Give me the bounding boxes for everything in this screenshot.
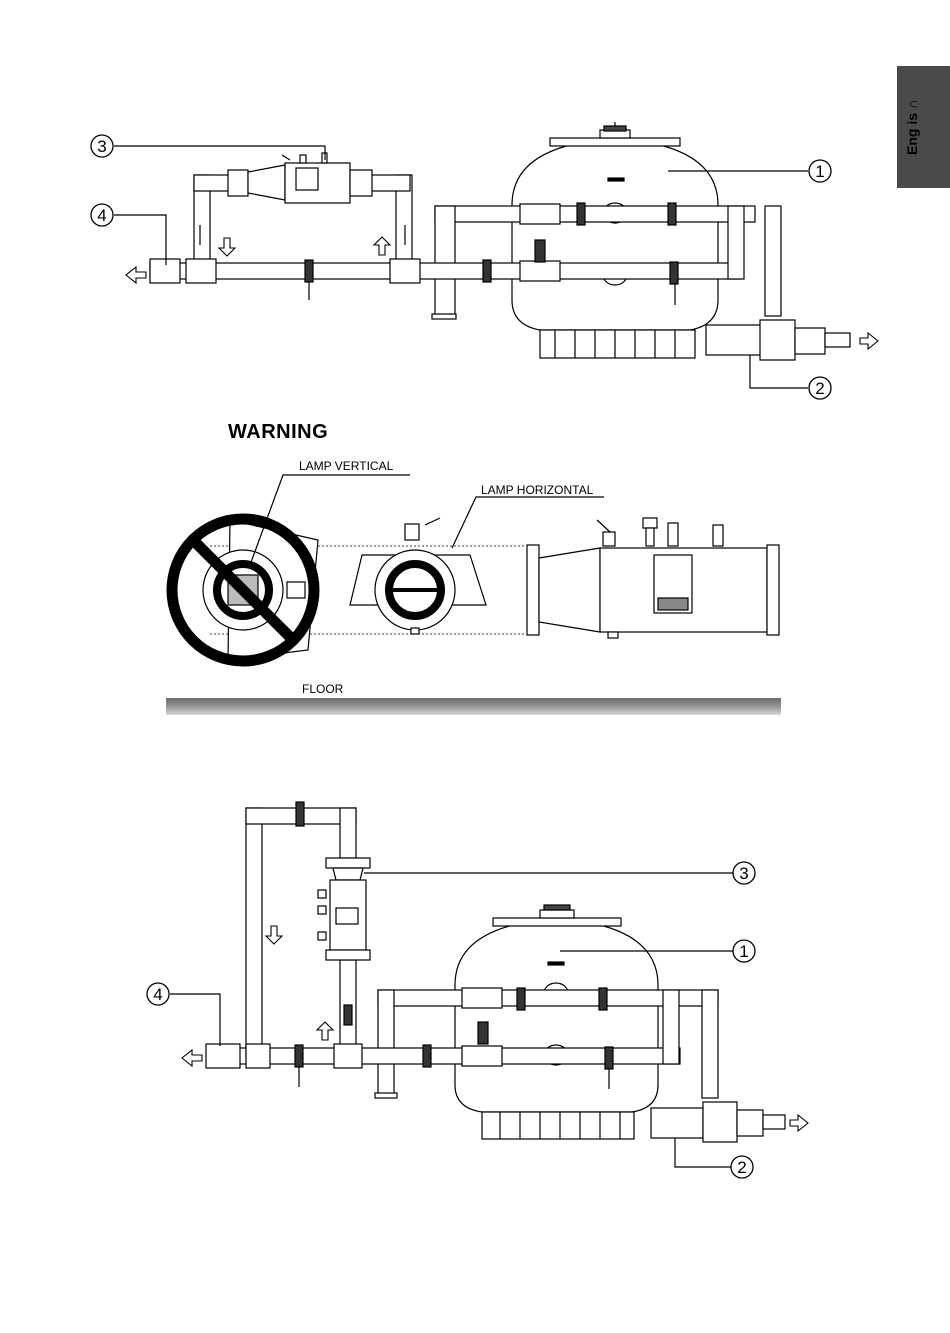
lamp-horizontal-label: LAMP HORIZONTAL <box>481 483 593 497</box>
warning-title: WARNING <box>228 421 328 444</box>
callout-3-bottom: 3 <box>733 862 755 884</box>
uv-lamp-bottom <box>318 858 370 960</box>
lamp-orientation-section <box>172 475 779 661</box>
callout-1-top: 1 <box>809 160 831 182</box>
uv-lamp-top <box>228 153 372 203</box>
lamp-vertical-prohibited <box>172 519 318 661</box>
callout-2-bottom: 2 <box>731 1156 753 1178</box>
lamp-side-view <box>527 518 779 638</box>
floor-bar <box>166 698 781 715</box>
svg-text:1: 1 <box>815 162 824 181</box>
callout-1-bottom: 1 <box>733 940 755 962</box>
svg-text:2: 2 <box>815 379 824 398</box>
pump-top <box>706 320 850 360</box>
callout-4-bottom: 4 <box>147 983 169 1005</box>
lamp-vertical-label: LAMP VERTICAL <box>299 459 393 473</box>
top-diagram <box>114 122 878 388</box>
floor-label: FLOOR <box>302 682 343 696</box>
lamp-horizontal-correct <box>350 518 486 634</box>
svg-text:4: 4 <box>97 206 106 225</box>
callout-2-top: 2 <box>809 377 831 399</box>
pump-bottom <box>651 1102 785 1142</box>
svg-text:4: 4 <box>153 985 162 1004</box>
svg-text:1: 1 <box>739 942 748 961</box>
svg-text:3: 3 <box>739 864 748 883</box>
leader-lamp-horizontal <box>452 497 604 548</box>
svg-text:2: 2 <box>737 1158 746 1177</box>
bottom-diagram <box>170 802 808 1167</box>
callout-3-top: 3 <box>91 135 113 157</box>
callout-4-top: 4 <box>91 204 113 226</box>
svg-text:3: 3 <box>97 137 106 156</box>
